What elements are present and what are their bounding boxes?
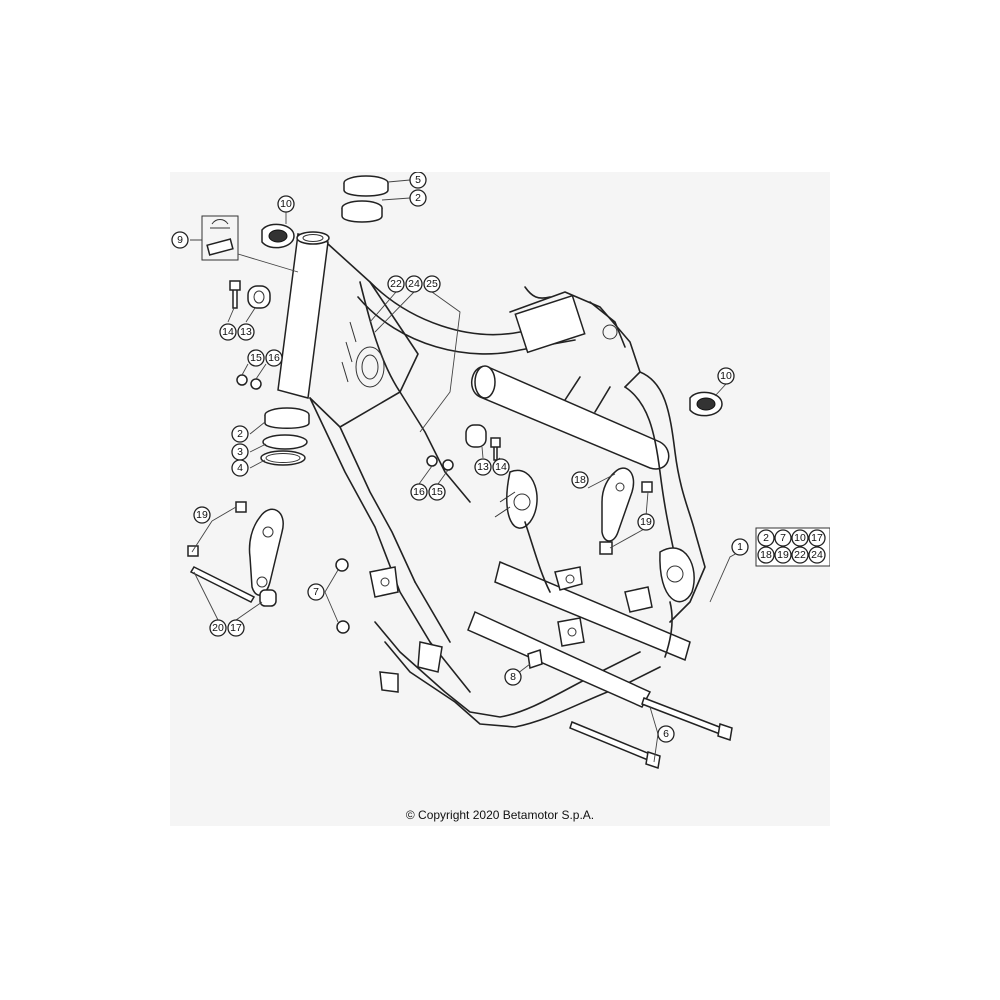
callout-1: 1 xyxy=(731,538,749,556)
callout-5: 5 xyxy=(409,172,427,189)
callout-24: 24 xyxy=(405,275,423,293)
svg-text:17: 17 xyxy=(811,532,823,544)
callout-22: 22 xyxy=(387,275,405,293)
callout-8: 8 xyxy=(504,668,522,686)
svg-text:8: 8 xyxy=(510,671,516,683)
callout-16-mid: 16 xyxy=(410,483,428,501)
svg-text:1: 1 xyxy=(737,541,743,553)
callout-13-mid: 13 xyxy=(474,458,492,476)
svg-text:14: 14 xyxy=(495,461,507,473)
svg-text:15: 15 xyxy=(431,486,443,498)
kit-callout-10: 10 xyxy=(791,529,809,547)
svg-text:7: 7 xyxy=(313,586,319,598)
callout-19-left: 19 xyxy=(193,506,211,524)
callout-25: 25 xyxy=(423,275,441,293)
svg-text:5: 5 xyxy=(415,174,421,186)
svg-text:18: 18 xyxy=(760,549,772,561)
svg-text:2: 2 xyxy=(763,532,769,544)
callout-3: 3 xyxy=(231,443,249,461)
svg-text:4: 4 xyxy=(237,462,243,474)
svg-text:10: 10 xyxy=(794,532,806,544)
callout-2: 2 xyxy=(409,189,427,207)
callout-9: 9 xyxy=(171,231,189,249)
svg-text:16: 16 xyxy=(413,486,425,498)
svg-text:13: 13 xyxy=(240,326,252,338)
kit-callout-24: 24 xyxy=(808,546,826,564)
kit-callout-7: 7 xyxy=(774,529,792,547)
svg-text:6: 6 xyxy=(663,728,669,740)
callout-10-right: 10 xyxy=(717,367,735,385)
callout-13: 13 xyxy=(237,323,255,341)
callout-16: 16 xyxy=(265,349,283,367)
svg-text:19: 19 xyxy=(777,549,789,561)
svg-text:14: 14 xyxy=(222,326,234,338)
callout-14-mid: 14 xyxy=(492,458,510,476)
callouts: 5 2 10 9 22 24 25 14 13 15 16 10 2 3 4 1… xyxy=(171,172,749,743)
svg-text:10: 10 xyxy=(280,198,292,210)
diagram-canvas: 2 7 10 17 18 19 22 24 5 2 10 9 22 24 25 … xyxy=(170,172,830,826)
callout-15-mid: 15 xyxy=(428,483,446,501)
callout-7: 7 xyxy=(307,583,325,601)
svg-text:2: 2 xyxy=(237,428,243,440)
callout-15: 15 xyxy=(247,349,265,367)
callout-10: 10 xyxy=(277,195,295,213)
svg-text:10: 10 xyxy=(720,370,732,382)
kit-callout-18: 18 xyxy=(757,546,775,564)
frame-linework xyxy=(277,231,706,728)
svg-text:18: 18 xyxy=(574,474,586,486)
svg-text:19: 19 xyxy=(196,509,208,521)
svg-text:22: 22 xyxy=(390,278,402,290)
svg-text:20: 20 xyxy=(212,622,224,634)
svg-text:7: 7 xyxy=(780,532,786,544)
callout-2-lower: 2 xyxy=(231,425,249,443)
svg-text:3: 3 xyxy=(237,446,243,458)
callout-6: 6 xyxy=(657,725,675,743)
kit-callout-17: 17 xyxy=(808,529,826,547)
callout-19-right: 19 xyxy=(637,513,655,531)
callout-17: 17 xyxy=(227,619,245,637)
svg-text:16: 16 xyxy=(268,352,280,364)
svg-text:2: 2 xyxy=(415,192,421,204)
svg-text:24: 24 xyxy=(811,549,823,561)
loose-parts xyxy=(187,175,733,769)
callout-18: 18 xyxy=(571,471,589,489)
svg-text:9: 9 xyxy=(177,234,183,246)
kit-box: 2 7 10 17 18 19 22 24 xyxy=(755,527,830,567)
svg-text:25: 25 xyxy=(426,278,438,290)
svg-text:17: 17 xyxy=(230,622,242,634)
callout-20: 20 xyxy=(209,619,227,637)
svg-text:13: 13 xyxy=(477,461,489,473)
frame-diagram: 2 7 10 17 18 19 22 24 5 2 10 9 22 24 25 … xyxy=(171,172,830,769)
svg-text:22: 22 xyxy=(794,549,806,561)
kit-callout-2: 2 xyxy=(757,529,775,547)
svg-text:19: 19 xyxy=(640,516,652,528)
copyright-notice: © Copyright 2020 Betamotor S.p.A. xyxy=(405,808,595,822)
callout-4: 4 xyxy=(231,459,249,477)
kit-callout-22: 22 xyxy=(791,546,809,564)
callout-14: 14 xyxy=(219,323,237,341)
svg-text:24: 24 xyxy=(408,278,420,290)
kit-callout-19: 19 xyxy=(774,546,792,564)
svg-text:15: 15 xyxy=(250,352,262,364)
